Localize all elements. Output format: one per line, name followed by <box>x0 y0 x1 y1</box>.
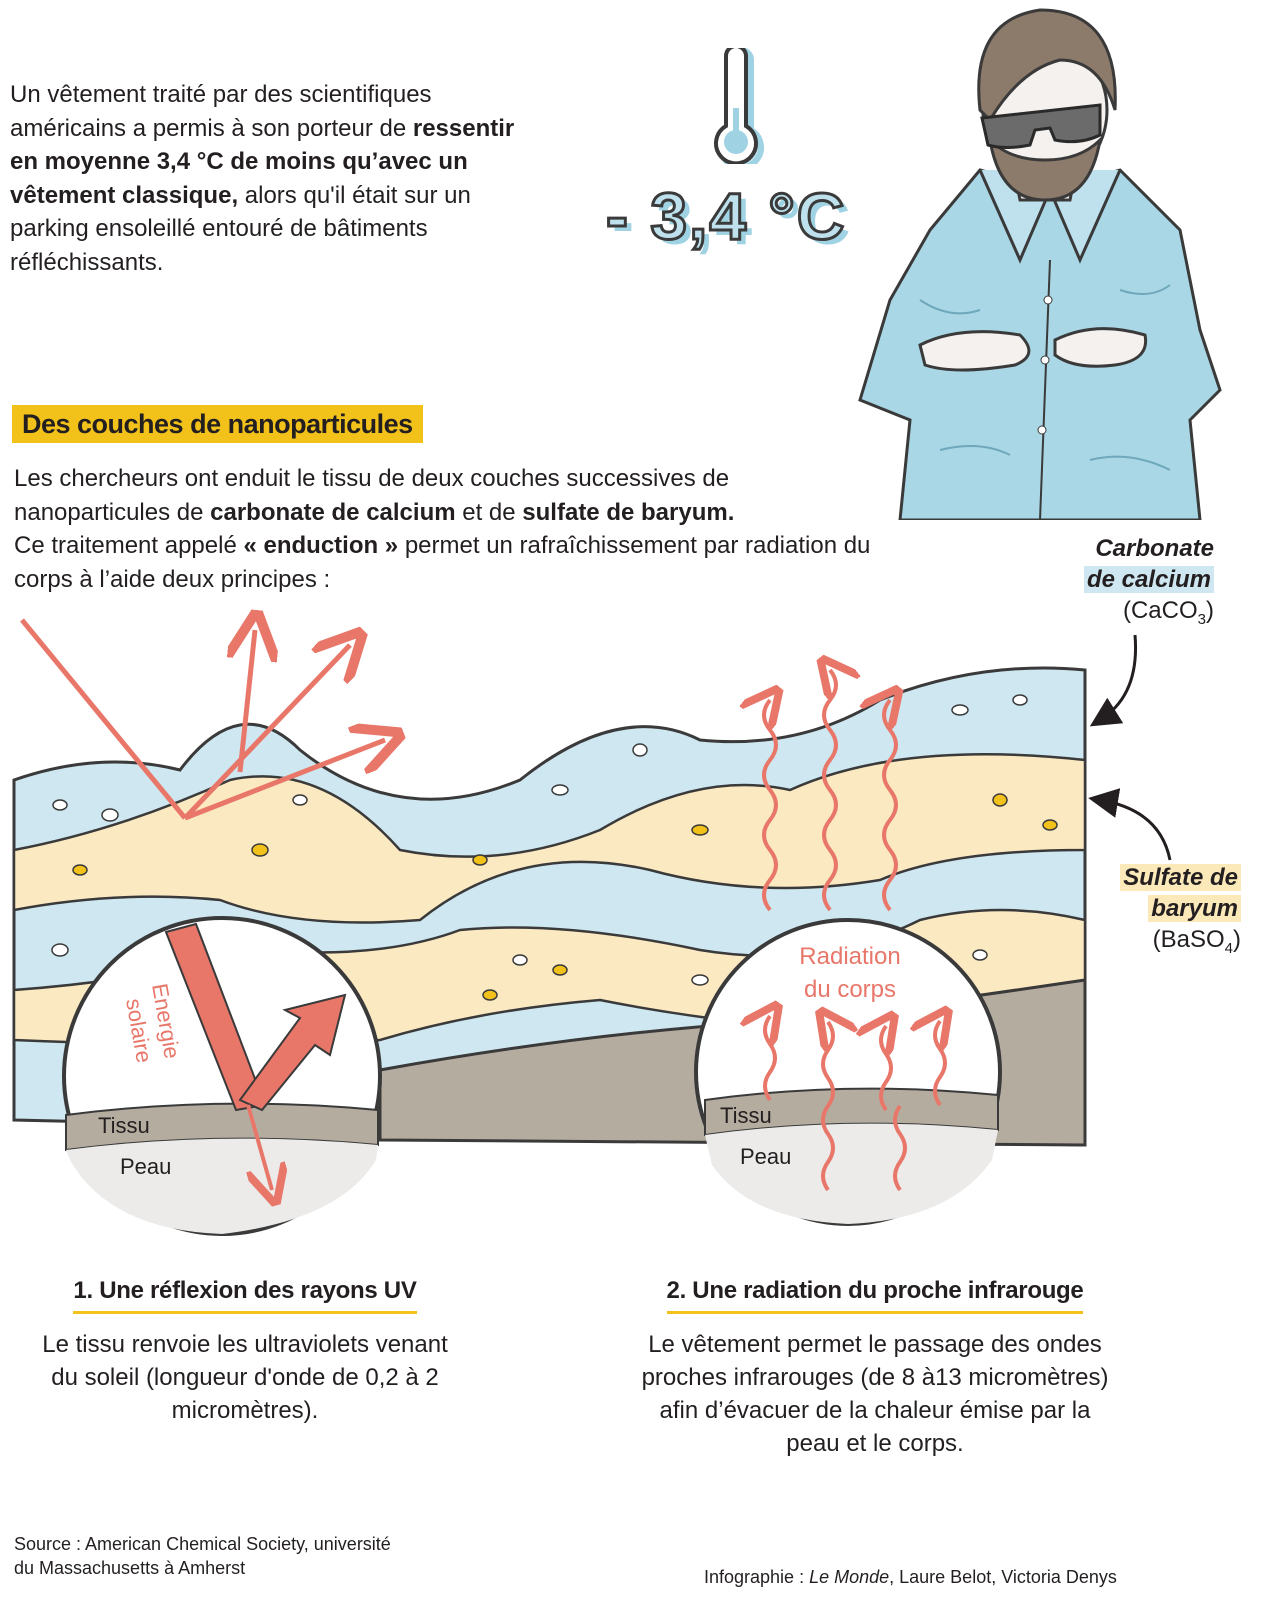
radiation-label-1: Radiation <box>799 943 900 970</box>
lead-text-2: et de <box>455 498 523 526</box>
lead-bold-3: « enduction » <box>243 532 399 559</box>
peau-label-left: Peau <box>120 1154 171 1179</box>
source-credit: Source : American Chemical Society, univ… <box>14 1534 391 1578</box>
sulfate-pointer-arrow <box>1088 788 1172 861</box>
section-title: Des couches de nanoparticules <box>12 405 423 443</box>
step-infrared: 2. Une radiation du proche infrarouge Le… <box>630 1277 1120 1460</box>
thermometer-icon <box>714 48 764 164</box>
infrared-radiation-zoom: Tissu Peau Radiation du corps <box>694 918 1002 1226</box>
credit-italic: Le Monde <box>809 1567 890 1587</box>
layers-diagram: Tissu Peau Energie solaire Tissu Peau Ra… <box>12 600 1172 1236</box>
carbonate-pointer-arrow <box>1089 634 1138 727</box>
carbonate-formula: (CaCO <box>1122 597 1198 624</box>
lead-text-1: Les chercheurs ont enduit le tissu de de… <box>14 465 730 526</box>
infographic-credit: Infographie : Le Monde, Laure Belot, Vic… <box>704 1565 1224 1589</box>
sulfate-name-1: Sulfate de <box>1123 864 1238 891</box>
step-infrared-title: 2. Une radiation du proche infrarouge <box>666 1277 1084 1314</box>
carbonate-formula-sub: 3 <box>1197 611 1206 628</box>
step-infrared-text: Le vêtement permet le passage des ondes … <box>641 1331 1109 1457</box>
step-uv: 1. Une réflexion des rayons UV Le tissu … <box>40 1277 450 1427</box>
lead-bold-1: carbonate de calcium <box>210 498 456 526</box>
step-uv-title: 1. Une réflexion des rayons UV <box>73 1277 417 1314</box>
uv-reflection-zoom: Tissu Peau Energie solaire <box>62 916 382 1236</box>
step-uv-text: Le tissu renvoie les ultraviolets venant… <box>42 1331 448 1424</box>
credit-prefix: Infographie : <box>704 1567 810 1587</box>
intro-text-1: Un vêtement traité par des scientifiques… <box>10 81 432 142</box>
lead-paragraph: Les chercheurs ont enduit le tissu de de… <box>14 462 874 596</box>
intro-bold: ressentir en moyenne 3,4 °C de moins qu’… <box>10 114 515 209</box>
infrared-waves <box>764 670 896 912</box>
man-illustration <box>858 8 1222 520</box>
carbonate-name-2: de calcium <box>1086 566 1211 593</box>
lead-bold-2: sulfate de baryum. <box>522 498 735 526</box>
carbonate-name-1: Carbonate <box>1095 535 1214 562</box>
sulfate-label: Sulfate de baryum (BaSO4) <box>1021 862 1241 964</box>
tissu-label-left: Tissu <box>98 1113 150 1138</box>
lead-text-4: permet un rafraîchissement par radiation… <box>14 532 871 593</box>
radiation-label-2: du corps <box>804 976 896 1003</box>
tissu-label-right: Tissu <box>720 1103 772 1128</box>
sulfate-layer-top <box>12 753 1087 924</box>
sulfate-name-2: baryum <box>1151 895 1238 922</box>
sulfate-formula: (BaSO <box>1152 926 1225 953</box>
intro-text-2: alors qu'il était sur un parking ensolei… <box>10 181 471 276</box>
reflected-rays <box>20 620 385 821</box>
credit-suffix: , Laure Belot, Victoria Denys <box>889 1567 1117 1587</box>
peau-label-right: Peau <box>740 1144 791 1169</box>
temperature-value: - 3,4 °C <box>604 178 847 255</box>
carbonate-label: Carbonate de calcium (CaCO3) <box>994 533 1214 635</box>
lead-text-3: Ce traitement appelé <box>14 532 244 559</box>
sulfate-formula-sub: 4 <box>1224 940 1233 957</box>
intro-paragraph: Un vêtement traité par des scientifiques… <box>10 78 530 279</box>
